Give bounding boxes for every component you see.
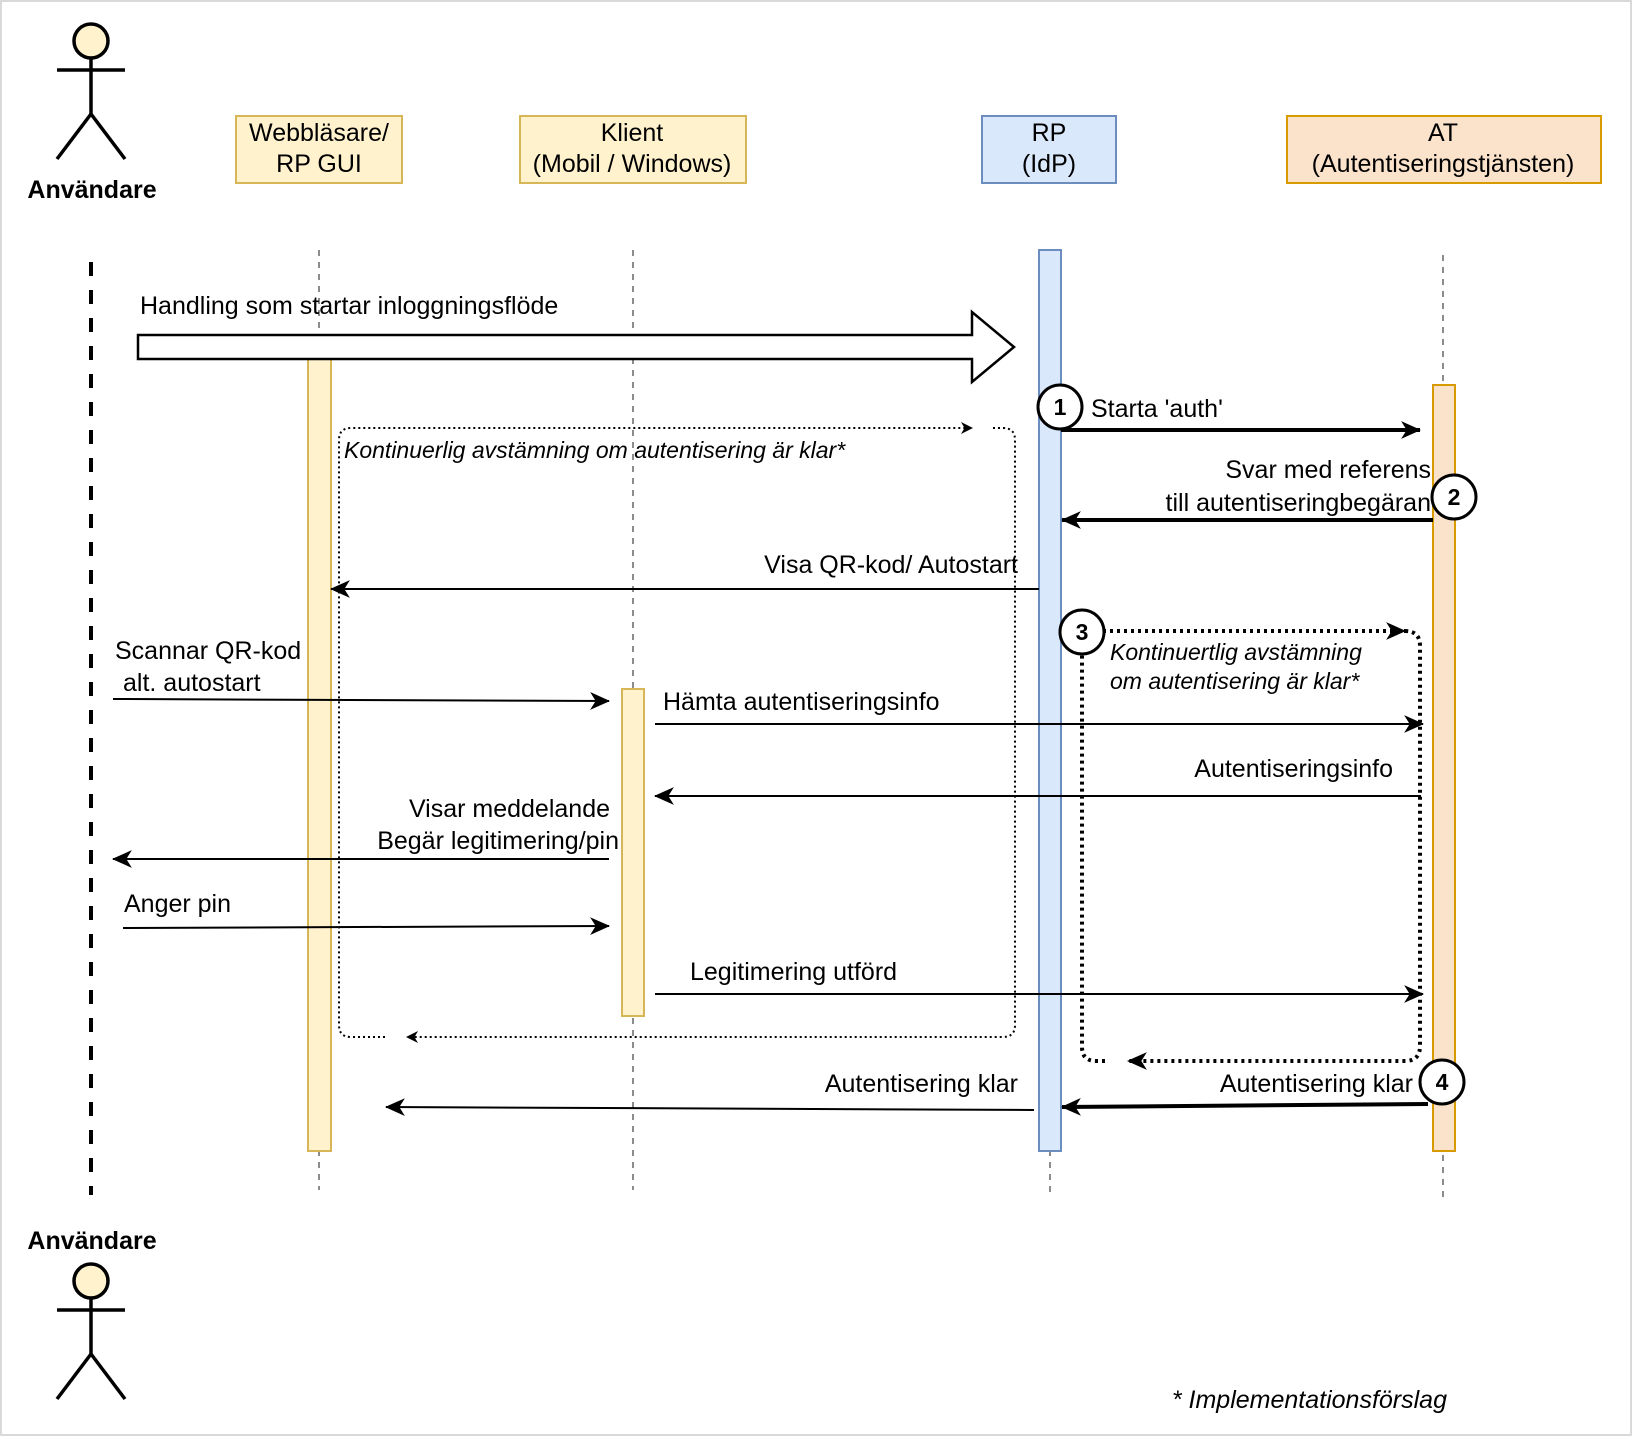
actor-top: Användare bbox=[27, 22, 157, 204]
message-start-flow: Handling som startar inloggningsflöde bbox=[136, 292, 1016, 385]
activation-browser bbox=[307, 358, 332, 1152]
loop-right-label-1: Kontinuertlig avstämning bbox=[1110, 639, 1362, 665]
participant-browser: Webbläsare/ RP GUI bbox=[235, 115, 403, 184]
participant-rp: RP (IdP) bbox=[981, 115, 1117, 184]
activation-client bbox=[621, 688, 645, 1017]
block-arrow bbox=[136, 309, 1016, 385]
participant-browser-line2: RP GUI bbox=[276, 150, 362, 178]
message-enter-pin-label: Anger pin bbox=[124, 890, 231, 918]
message-reply-ref-label-2: till autentiseringbegäran bbox=[1166, 489, 1431, 517]
message-scan-qr-label-2: alt. autostart bbox=[123, 669, 261, 697]
step-badge-2: 2 bbox=[1430, 473, 1478, 521]
loop-left: Kontinuerlig avstämning om autentisering… bbox=[338, 422, 1016, 1043]
message-show-msg-label-2: Begär legitimering/pin bbox=[377, 827, 619, 855]
actor-bottom-head bbox=[72, 1262, 110, 1300]
step-badge-4: 4 bbox=[1418, 1058, 1466, 1106]
participant-client-line2: (Mobil / Windows) bbox=[533, 150, 732, 178]
activation-rp bbox=[1038, 249, 1062, 1152]
message-fetch-info-label: Hämta autentiseringsinfo bbox=[663, 688, 940, 716]
message-legit-done: Legitimering utförd bbox=[655, 958, 1425, 1003]
actor-top-head bbox=[72, 22, 110, 60]
loop-right: Kontinuertlig avstämning om autentiserin… bbox=[1080, 622, 1422, 1070]
participant-at: AT (Autentiseringstjänsten) bbox=[1286, 115, 1602, 184]
message-auth-info-label: Autentiseringsinfo bbox=[1194, 755, 1393, 783]
message-auth-done-right-label: Autentisering klar bbox=[1220, 1070, 1413, 1098]
actor-top-label: Användare bbox=[27, 176, 156, 204]
participant-rp-line1: RP bbox=[1032, 119, 1067, 147]
step-badge-3: 3 bbox=[1058, 608, 1106, 656]
activation-at bbox=[1432, 384, 1456, 1152]
loop-right-label-2: om autentisering är klar* bbox=[1110, 668, 1360, 694]
participant-client-line1: Klient bbox=[601, 119, 664, 147]
step-badge-3-label: 3 bbox=[1076, 619, 1089, 645]
message-auth-info: Autentiseringsinfo bbox=[653, 755, 1421, 805]
message-fetch-info: Hämta autentiseringsinfo bbox=[655, 688, 1425, 733]
message-reply-ref-label-1: Svar med referens bbox=[1225, 456, 1431, 484]
step-badge-2-label: 2 bbox=[1448, 484, 1461, 510]
participant-browser-line1: Webbläsare/ bbox=[249, 119, 389, 147]
participant-at-line2: (Autentiseringstjänsten) bbox=[1312, 150, 1575, 178]
message-enter-pin: Anger pin bbox=[122, 890, 611, 935]
message-legit-done-label: Legitimering utförd bbox=[690, 958, 897, 986]
actor-bottom: Användare bbox=[27, 1227, 157, 1401]
message-show-msg-label-1: Visar meddelande bbox=[409, 795, 610, 823]
loop-left-label: Kontinuerlig avstämning om autentisering… bbox=[344, 437, 846, 463]
message-scan-qr-label-1: Scannar QR-kod bbox=[115, 637, 301, 665]
message-reply-ref: Svar med referens till autentiseringbegä… bbox=[1060, 456, 1433, 529]
message-start-flow-label: Handling som startar inloggningsflöde bbox=[140, 292, 558, 320]
message-show-qr: Visa QR-kod/ Autostart bbox=[329, 551, 1039, 598]
message-auth-done-right: Autentisering klar bbox=[1060, 1070, 1429, 1116]
message-show-msg: Visar meddelande Begär legitimering/pin bbox=[111, 795, 619, 868]
message-start-auth-label: Starta 'auth' bbox=[1091, 395, 1223, 423]
message-start-auth: Starta 'auth' bbox=[1061, 395, 1422, 439]
footnote: * Implementationsförslag bbox=[1172, 1386, 1447, 1414]
step-badge-4-label: 4 bbox=[1436, 1069, 1449, 1095]
message-auth-done-left: Autentisering klar bbox=[384, 1070, 1035, 1116]
message-show-qr-label: Visa QR-kod/ Autostart bbox=[764, 551, 1018, 579]
message-auth-done-left-label: Autentisering klar bbox=[825, 1070, 1018, 1098]
actor-bottom-label: Användare bbox=[27, 1227, 156, 1255]
participant-rp-line2: (IdP) bbox=[1022, 150, 1076, 178]
message-scan-qr: Scannar QR-kod alt. autostart bbox=[112, 637, 611, 710]
step-badge-1-label: 1 bbox=[1054, 394, 1067, 420]
participant-client: Klient (Mobil / Windows) bbox=[519, 115, 747, 184]
step-badge-1: 1 bbox=[1036, 383, 1084, 431]
participant-at-line1: AT bbox=[1428, 119, 1458, 147]
